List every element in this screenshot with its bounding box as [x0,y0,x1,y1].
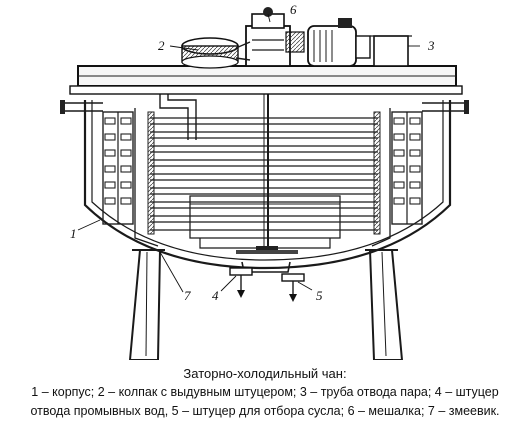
callout-2: 2 [158,38,165,53]
coil-left [102,108,159,247]
support-legs [128,249,404,360]
mash-tun-diagram: 1 2 3 6 7 4 5 [60,2,469,360]
legend-line-1: 1 – корпус; 2 – колпак с выдувным штуцер… [31,385,499,399]
figure-title: Заторно-холодильный чан: [183,366,347,381]
wash-water-outlet [229,267,253,298]
leader-lines [77,13,420,293]
top-cover [69,65,463,95]
callout-5: 5 [316,288,323,303]
legend-line-2: отвода промывных вод, 5 – штуцер для отб… [30,404,500,418]
vessel-body [83,100,452,273]
side-pipes [60,85,469,140]
callout-1: 1 [70,226,77,241]
steam-exhaust-pipe [370,35,412,67]
drive-unit [245,7,305,67]
motor [307,18,371,67]
callout-4: 4 [212,288,219,303]
figure-legend: 1 – корпус; 2 – колпак с выдувным штуцер… [6,383,524,421]
coil-right [371,108,423,247]
callout-6: 6 [290,2,297,17]
hood-with-blow-nozzle [181,37,251,69]
callout-7: 7 [184,288,191,303]
wort-outlet [281,273,305,302]
callout-3: 3 [427,38,435,53]
